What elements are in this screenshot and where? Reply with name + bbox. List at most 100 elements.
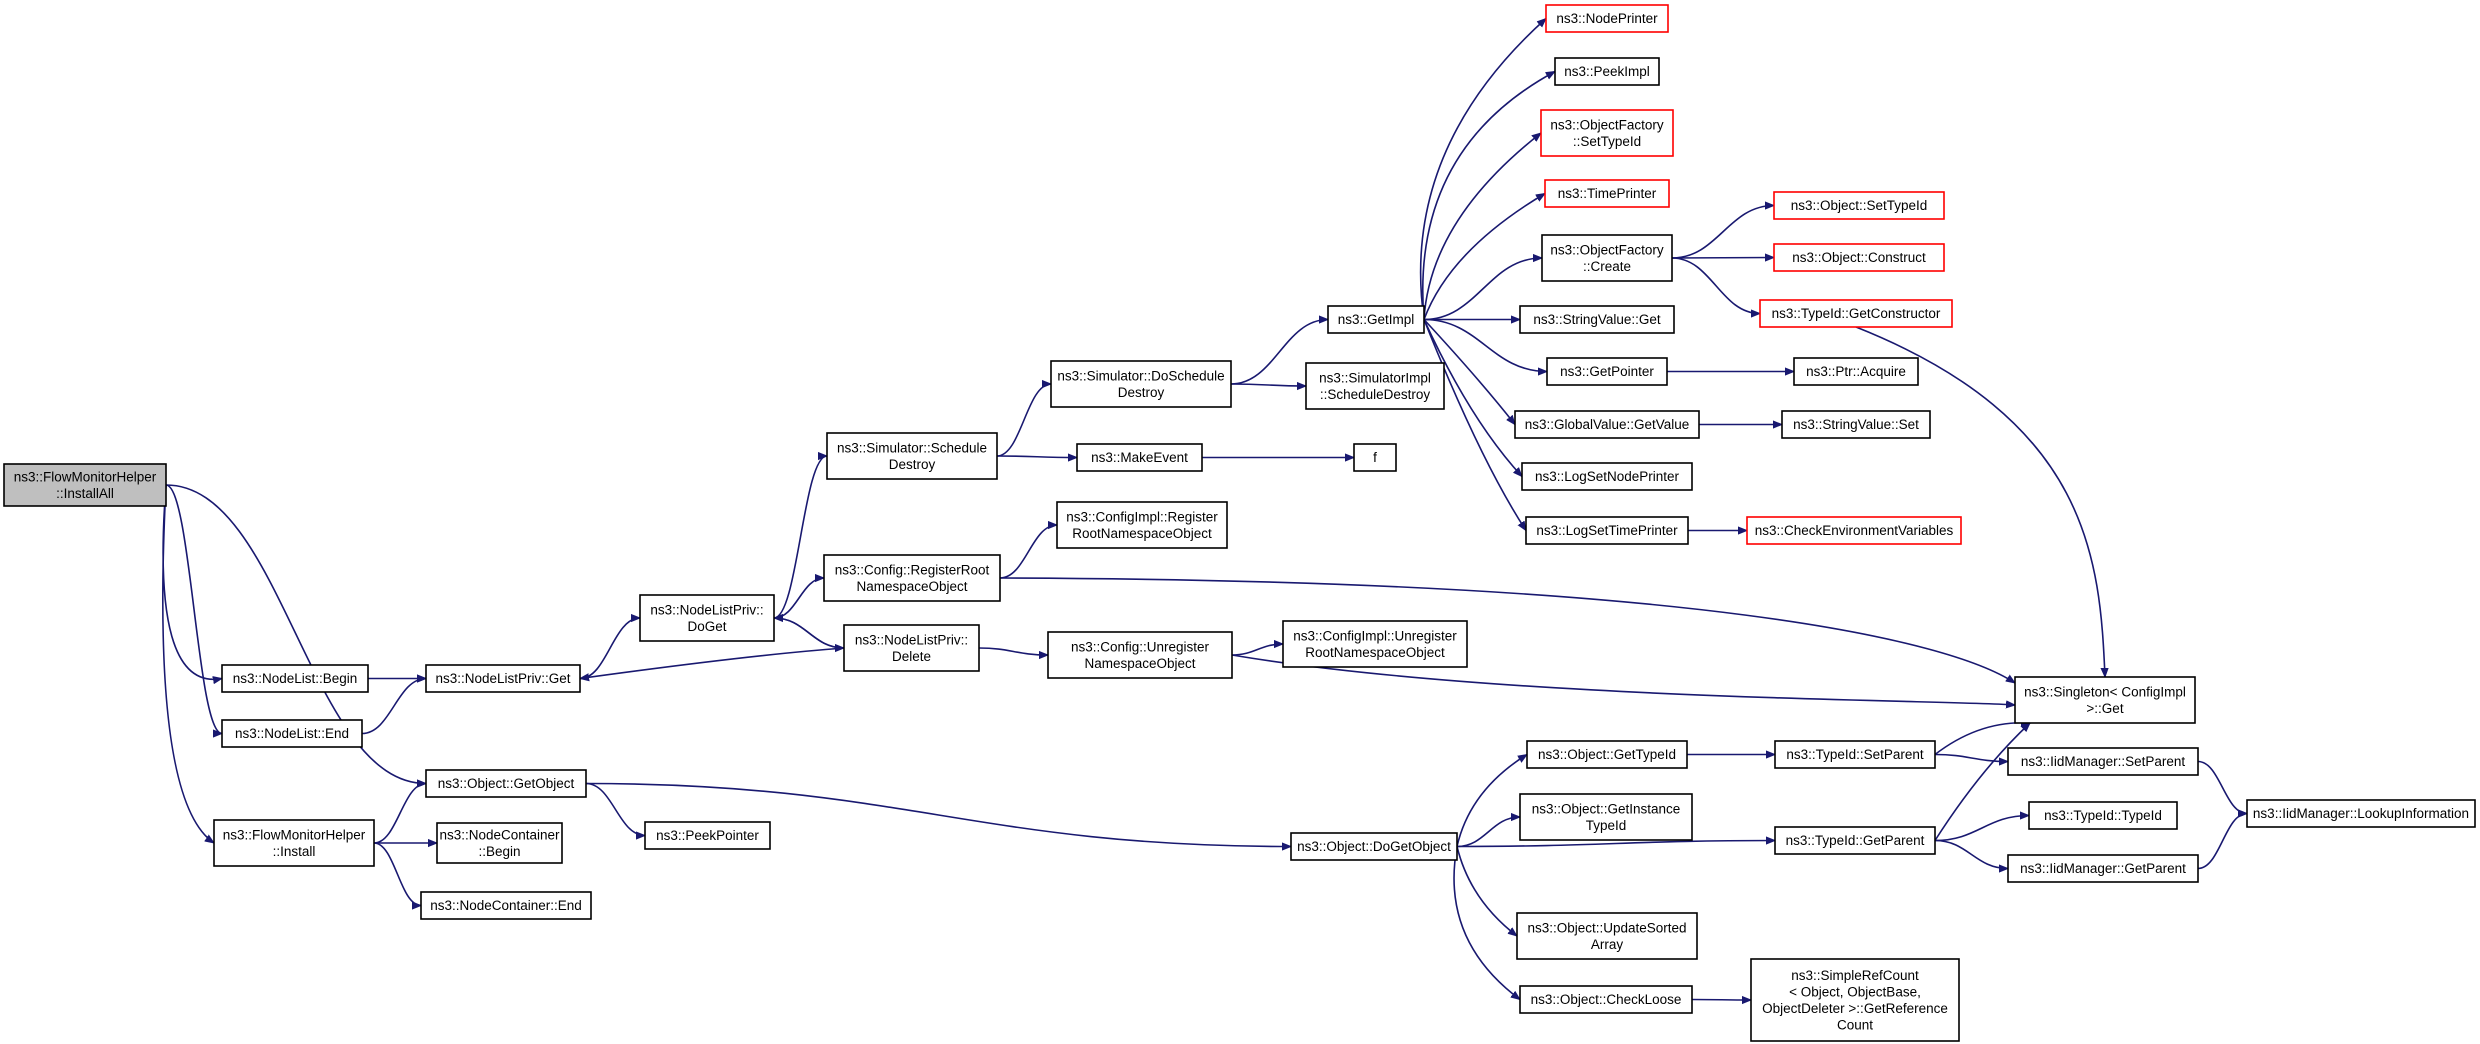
- node-objCheckLoose[interactable]: ns3::Object::CheckLoose: [1519, 985, 1693, 1014]
- node-box-nodePrinter: [1545, 4, 1669, 33]
- node-box-nlpDelete: [843, 624, 980, 672]
- node-getPointer[interactable]: ns3::GetPointer: [1546, 357, 1668, 386]
- node-box-objSetTypeId: [1773, 191, 1945, 220]
- node-label-simpleRefCount: < Object, ObjectBase,: [1789, 984, 1921, 999]
- node-ciRegister[interactable]: ns3::ConfigImpl::RegisterRootNamespaceOb…: [1056, 501, 1228, 549]
- edge-nlpDelete-to-cfgUnregister: [978, 647, 1048, 655]
- edge-getImpl-to-logSetNode: [1423, 319, 1522, 477]
- node-simpleRefCount[interactable]: ns3::SimpleRefCount< Object, ObjectBase,…: [1750, 958, 1960, 1042]
- node-nlpGet[interactable]: ns3::NodeListPriv::Get: [425, 664, 581, 693]
- node-box-iidGetParent: [2007, 854, 2199, 883]
- node-label-getImpl: ns3::GetImpl: [1338, 312, 1415, 327]
- node-f[interactable]: f: [1353, 443, 1397, 472]
- node-tidTypeId[interactable]: ns3::TypeId::TypeId: [2028, 801, 2178, 830]
- node-tidGetParent[interactable]: ns3::TypeId::GetParent: [1774, 826, 1936, 855]
- node-layer: ns3::FlowMonitorHelper::InstallAllns3::N…: [3, 4, 2476, 1042]
- node-simSchedDestroy[interactable]: ns3::Simulator::ScheduleDestroy: [826, 432, 998, 480]
- node-checkEnv[interactable]: ns3::CheckEnvironmentVariables: [1746, 516, 1962, 545]
- node-ncEnd[interactable]: ns3::NodeContainer::End: [420, 891, 592, 920]
- node-label-nlBegin: ns3::NodeList::Begin: [233, 671, 358, 686]
- node-box-getPointer: [1546, 357, 1668, 386]
- node-nlEnd[interactable]: ns3::NodeList::End: [221, 719, 363, 748]
- node-label-timePrinter: ns3::TimePrinter: [1558, 186, 1657, 201]
- node-logSetNode[interactable]: ns3::LogSetNodePrinter: [1521, 462, 1693, 491]
- node-nlBegin[interactable]: ns3::NodeList::Begin: [221, 664, 369, 693]
- edge-iidSetParent-to-iidLookup: [2197, 760, 2248, 814]
- node-box-tidSetParent: [1774, 740, 1936, 769]
- node-label-svGet: ns3::StringValue::Get: [1533, 312, 1661, 327]
- node-box-objConstruct: [1773, 243, 1945, 272]
- node-nlpDelete[interactable]: ns3::NodeListPriv::Delete: [843, 624, 980, 672]
- node-nodePrinter[interactable]: ns3::NodePrinter: [1545, 4, 1669, 33]
- edge-objGetObject-to-peekPointer: [585, 782, 646, 836]
- node-gvGetValue[interactable]: ns3::GlobalValue::GetValue: [1514, 410, 1700, 439]
- node-ofCreate[interactable]: ns3::ObjectFactory::Create: [1541, 234, 1673, 282]
- node-tidSetParent[interactable]: ns3::TypeId::SetParent: [1774, 740, 1936, 769]
- node-svSet[interactable]: ns3::StringValue::Set: [1781, 410, 1931, 439]
- node-box-peekPointer: [644, 821, 771, 850]
- node-label-objDoGetObject: ns3::Object::DoGetObject: [1297, 839, 1451, 854]
- node-getImpl[interactable]: ns3::GetImpl: [1327, 305, 1425, 334]
- node-makeEvent[interactable]: ns3::MakeEvent: [1076, 443, 1203, 472]
- node-label-siSchedDestroy: ::ScheduleDestroy: [1320, 387, 1431, 402]
- node-siSchedDestroy[interactable]: ns3::SimulatorImpl::ScheduleDestroy: [1305, 362, 1445, 410]
- edge-simDoSched-to-siSchedDestroy: [1230, 384, 1306, 386]
- node-ptrAcquire[interactable]: ns3::Ptr::Acquire: [1793, 357, 1919, 386]
- node-label-fmInstall: ::Install: [273, 844, 316, 859]
- edge-iidGetParent-to-iidLookup: [2197, 814, 2248, 870]
- node-timePrinter[interactable]: ns3::TimePrinter: [1544, 179, 1670, 208]
- node-objSetTypeId[interactable]: ns3::Object::SetTypeId: [1773, 191, 1945, 220]
- node-box-singletonGet: [2014, 676, 2196, 724]
- node-ofSetTypeId[interactable]: ns3::ObjectFactory::SetTypeId: [1540, 109, 1674, 157]
- node-label-ncBegin: ns3::NodeContainer: [439, 827, 560, 842]
- node-ncBegin[interactable]: ns3::NodeContainer::Begin: [436, 822, 563, 864]
- node-box-svGet: [1519, 305, 1675, 334]
- node-nlpDoGet[interactable]: ns3::NodeListPriv::DoGet: [639, 594, 775, 642]
- node-label-cfgRegister: NamespaceObject: [856, 579, 967, 594]
- node-logSetTime[interactable]: ns3::LogSetTimePrinter: [1525, 516, 1689, 545]
- node-fmInstall[interactable]: ns3::FlowMonitorHelper::Install: [213, 819, 375, 867]
- node-label-nlpDelete: Delete: [892, 649, 931, 664]
- node-label-ofCreate: ::Create: [1583, 259, 1631, 274]
- node-singletonGet[interactable]: ns3::Singleton< ConfigImpl>::Get: [2014, 676, 2196, 724]
- node-tidGetCtor[interactable]: ns3::TypeId::GetConstructor: [1759, 299, 1953, 328]
- node-iidLookup[interactable]: ns3::IidManager::LookupInformation: [2246, 799, 2476, 828]
- node-label-ptrAcquire: ns3::Ptr::Acquire: [1806, 364, 1906, 379]
- node-peekImpl[interactable]: ns3::PeekImpl: [1554, 57, 1660, 86]
- node-label-objGetInstance: TypeId: [1586, 818, 1627, 833]
- node-label-root: ::InstallAll: [56, 486, 114, 501]
- node-iidGetParent[interactable]: ns3::IidManager::GetParent: [2007, 854, 2199, 883]
- edge-objDoGetObject-to-objCheckLoose: [1453, 846, 1520, 1000]
- node-label-logSetNode: ns3::LogSetNodePrinter: [1535, 469, 1680, 484]
- node-objGetObject[interactable]: ns3::Object::GetObject: [425, 769, 587, 798]
- edge-cfgUnregister-to-singletonGet: [1231, 654, 2015, 705]
- node-objDoGetObject[interactable]: ns3::Object::DoGetObject: [1290, 832, 1458, 861]
- node-label-ncBegin: ::Begin: [478, 844, 520, 859]
- node-box-iidSetParent: [2007, 747, 2199, 776]
- node-box-peekImpl: [1554, 57, 1660, 86]
- node-box-makeEvent: [1076, 443, 1203, 472]
- node-label-singletonGet: >::Get: [2086, 701, 2123, 716]
- node-label-getPointer: ns3::GetPointer: [1560, 364, 1654, 379]
- node-svGet[interactable]: ns3::StringValue::Get: [1519, 305, 1675, 334]
- node-label-tidTypeId: ns3::TypeId::TypeId: [2044, 808, 2162, 823]
- node-label-checkEnv: ns3::CheckEnvironmentVariables: [1755, 523, 1954, 538]
- node-box-ncBegin: [436, 822, 563, 864]
- edge-tidSetParent-to-iidSetParent: [1934, 753, 2008, 762]
- node-iidSetParent[interactable]: ns3::IidManager::SetParent: [2007, 747, 2199, 776]
- node-label-objUpdateSorted: Array: [1591, 937, 1624, 952]
- node-peekPointer[interactable]: ns3::PeekPointer: [644, 821, 771, 850]
- node-ciUnregister[interactable]: ns3::ConfigImpl::UnregisterRootNamespace…: [1282, 620, 1468, 668]
- node-objGetTypeId[interactable]: ns3::Object::GetTypeId: [1526, 740, 1688, 769]
- node-root[interactable]: ns3::FlowMonitorHelper::InstallAll: [3, 463, 167, 507]
- edge-ofCreate-to-objConstruct: [1671, 258, 1774, 259]
- node-box-nlpGet: [425, 664, 581, 693]
- node-objConstruct[interactable]: ns3::Object::Construct: [1773, 243, 1945, 272]
- node-box-ptrAcquire: [1793, 357, 1919, 386]
